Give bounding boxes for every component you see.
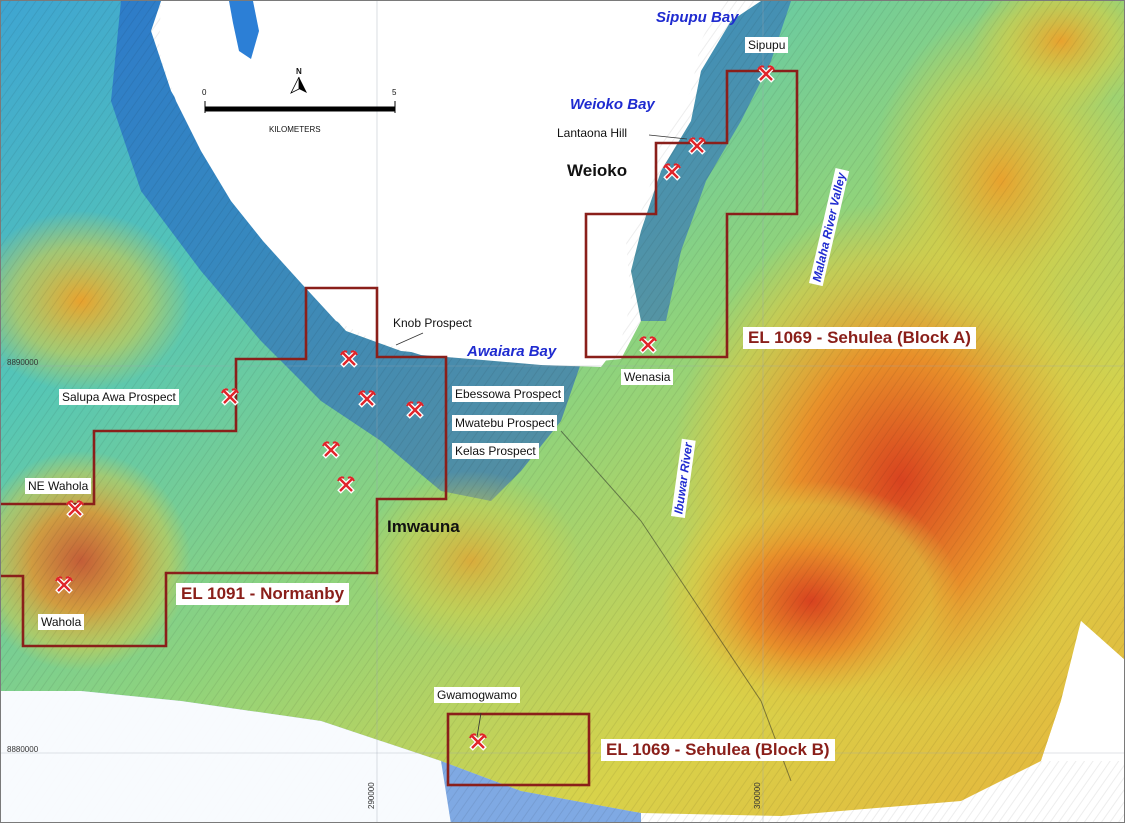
ebessowa-prospect-label: Ebessowa Prospect xyxy=(452,386,565,402)
mine-symbol-icon xyxy=(639,336,657,354)
mine-symbol-icon xyxy=(358,390,376,408)
el1069-block-b-boundary xyxy=(446,712,591,787)
el1091-boundary xyxy=(1,286,448,648)
mine-symbol-icon xyxy=(322,441,340,459)
scale-end: 5 xyxy=(392,88,397,97)
el1091-normanby-label: EL 1091 - Normanby xyxy=(176,583,350,605)
mine-symbol-icon xyxy=(663,163,681,181)
weioko-town-label: Weioko xyxy=(567,161,628,180)
kelas-prospect-label: Kelas Prospect xyxy=(452,443,539,459)
awaiara-bay-label: Awaiara Bay xyxy=(467,343,557,360)
sipupu-label: Sipupu xyxy=(745,37,789,53)
grid-easting-1: 290000 xyxy=(367,782,376,809)
mine-symbol-icon xyxy=(757,65,775,83)
salupa-awa-prospect-label: Salupa Awa Prospect xyxy=(59,389,179,405)
mine-symbol-icon xyxy=(221,388,239,406)
gwamogwamo-label: Gwamogwamo xyxy=(434,687,521,703)
north-label: N xyxy=(296,67,302,76)
north-arrow-icon xyxy=(290,76,307,94)
el1069-block-a-boundary xyxy=(584,69,799,359)
mine-symbol-icon xyxy=(469,733,487,751)
el1069-block-a-label: EL 1069 - Sehulea (Block A) xyxy=(743,327,976,349)
scale-bar xyxy=(204,101,396,113)
wenasia-label: Wenasia xyxy=(621,369,674,385)
mine-symbol-icon xyxy=(66,500,84,518)
el1069-block-b-label: EL 1069 - Sehulea (Block B) xyxy=(601,739,835,761)
imwauna-town-label: Imwauna xyxy=(387,517,460,536)
grid-northing-1: 8890000 xyxy=(7,358,39,367)
mwatebu-prospect-label: Mwatebu Prospect xyxy=(452,415,558,431)
mine-symbol-icon xyxy=(55,576,73,594)
mine-symbol-icon xyxy=(688,137,706,155)
knob-prospect-label: Knob Prospect xyxy=(393,316,472,330)
mine-symbol-icon xyxy=(406,401,424,419)
lantaona-hill-label: Lantaona Hill xyxy=(557,126,628,140)
mine-symbol-icon xyxy=(337,476,355,494)
grid-northing-2: 8880000 xyxy=(7,745,39,754)
ne-wahola-label: NE Wahola xyxy=(25,478,92,494)
sipupu-bay-label: Sipupu Bay xyxy=(656,9,739,26)
mine-symbol-icon xyxy=(340,350,358,368)
scale-unit: KILOMETERS xyxy=(269,125,321,134)
grid-easting-2: 300000 xyxy=(753,782,762,809)
wahola-label: Wahola xyxy=(38,614,85,630)
weioko-bay-label: Weioko Bay xyxy=(570,96,655,113)
scale-start: 0 xyxy=(202,88,207,97)
